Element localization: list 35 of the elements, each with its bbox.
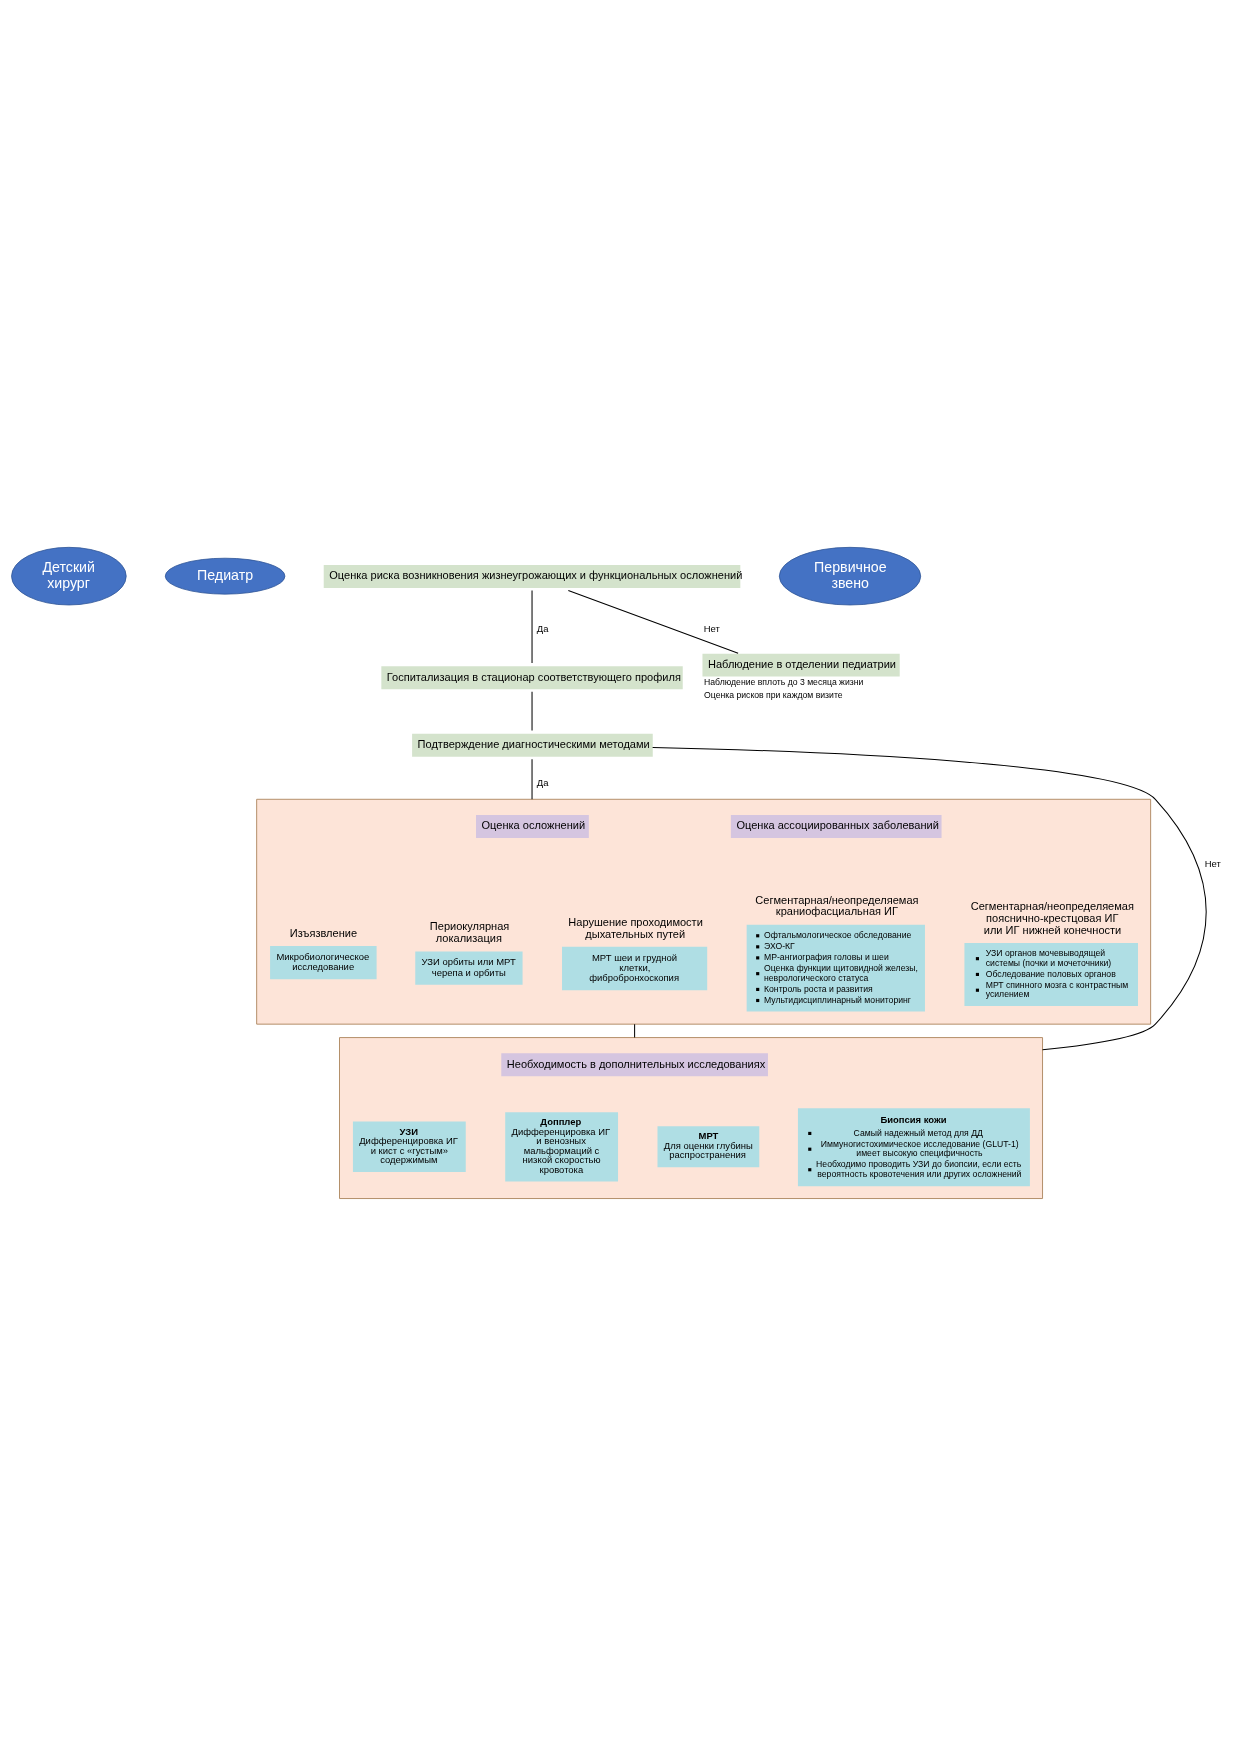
node-box: Оценка ассоциированных заболеваний: [730, 815, 942, 838]
node-box: МРТ Для оценки глубины распространения: [657, 1126, 760, 1168]
node-box: Микробиологическое исследование: [270, 946, 377, 980]
node-ellipse: Первичное звено: [778, 546, 922, 606]
node-label: Сегментарная/неопределяемая краниофасциальная ИГ: [755, 893, 919, 918]
edge-label: Нет: [1204, 858, 1221, 870]
node-label: Нарушение проходимости дыхательных путей: [568, 915, 703, 940]
node-box: МРТ шеи и грудной клетки, фибробронхоскопия: [562, 946, 708, 991]
connector: [634, 1023, 636, 1039]
node-box: Наблюдение в отделении педиатрии: [702, 653, 900, 677]
node-box: Офтальмологическое обследование ЭХО-КГ МР-ангиография головы и шеи Оценка функции щитовидной железы, неврологического статуса Контроль роста и развития Мультидисциплинарный мониторинг: [746, 924, 925, 1012]
node-box: Допплер Дифференцировка ИГ и венозных мальформаций с низкой скоростью кровотока: [505, 1112, 619, 1182]
node-box: Оценка осложнений: [476, 815, 589, 838]
edge-label: Да: [536, 776, 549, 788]
node-box: Биопсия кожи Самый надежный метод для ДД Иммуногистохимическое исследование (GLUT-1) имеет высокую специфичность Необходимо проводить УЗИ до биопсии, если есть вероятность кровотечения или других осложнений: [797, 1108, 1030, 1187]
edge-label: Да: [536, 623, 549, 635]
node-ellipse: Педиатр: [164, 557, 286, 595]
node-label: Сегментарная/неопределяемая пояснично-крестцовая ИГ или ИГ нижней конечности: [970, 899, 1134, 936]
node-box: Госпитализация в стационар соответствующего профиля: [381, 666, 683, 690]
cluster: [339, 1037, 1043, 1199]
edge-label: Нет: [703, 623, 720, 635]
connector: [567, 589, 739, 654]
node-ellipse: Детский хирург: [11, 546, 127, 606]
node-box: УЗИ Дифференцировка ИГ и кист с «густым» содержимым: [352, 1121, 466, 1173]
node-box: Подтверждение диагностическими методами: [412, 733, 653, 757]
node-label: Изъязвление: [289, 926, 358, 939]
node-box: Необходимость в дополнительных исследованиях: [501, 1053, 768, 1077]
node-box: УЗИ органов мочевыводящей системы (почки и мочеточники) Обследование половых органов МРТ спинного мозга с контрастным усилением: [964, 942, 1138, 1006]
node-box: УЗИ орбиты или МРТ черепа и орбиты: [415, 951, 523, 985]
node-label: Периокулярная локализация: [429, 920, 510, 945]
node-label: Оценка рисков при каждом визите: [704, 689, 843, 700]
node-box: Оценка риска возникновения жизнеугрожающих и функциональных осложнений: [323, 565, 741, 588]
connector: [652, 746, 1207, 1051]
node-label: Наблюдение вплоть до 3 месяца жизни: [704, 677, 864, 688]
cluster: [256, 798, 1152, 1025]
